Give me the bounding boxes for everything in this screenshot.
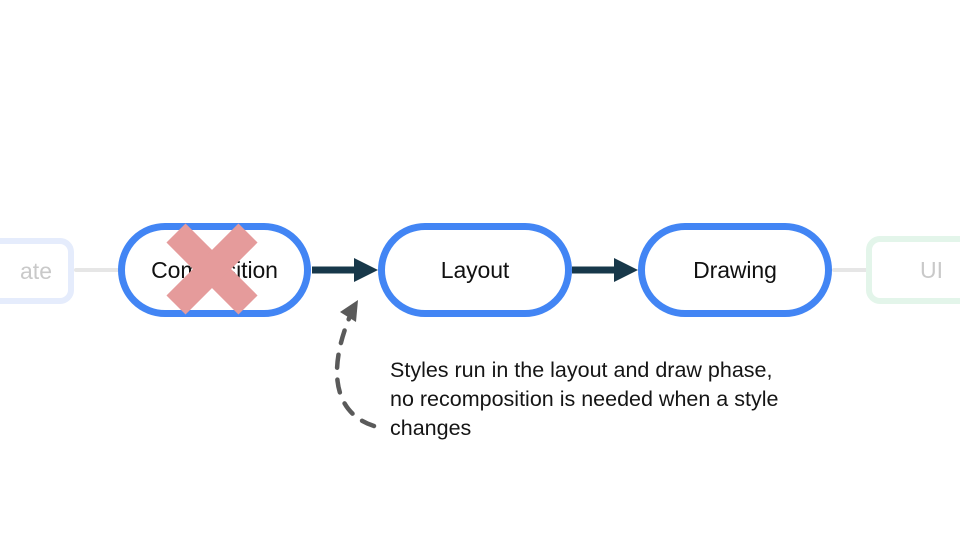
ghost-node-state-label: ate: [20, 257, 52, 284]
ghost-node-ui-label: UI: [920, 256, 943, 283]
phase-node-drawing-label: Drawing: [693, 256, 777, 283]
phase-node-drawing[interactable]: Drawing: [638, 223, 832, 317]
arrow-composition-to-layout: [312, 258, 378, 282]
phase-node-layout[interactable]: Layout: [378, 223, 572, 317]
ghost-node-state: ate: [0, 238, 74, 304]
annotation-caption-line-2: no recomposition is needed when a style: [390, 387, 779, 411]
annotation-caption-line-3: changes: [390, 416, 472, 440]
arrow-layout-to-drawing: [572, 258, 638, 282]
phase-node-layout-label: Layout: [440, 256, 510, 283]
annotation-caption: Styles run in the layout and draw phase,…: [390, 356, 860, 443]
callout-dashed-arrow-icon: [334, 300, 377, 429]
ghost-node-ui: UI: [866, 236, 960, 304]
annotation-caption-line-1: Styles run in the layout and draw phase,: [390, 358, 773, 382]
phase-node-composition[interactable]: Composition: [118, 223, 311, 317]
connector-state-to-composition: [74, 268, 120, 272]
phase-node-composition-label: Composition: [151, 256, 278, 283]
connector-drawing-to-ui: [832, 268, 870, 272]
